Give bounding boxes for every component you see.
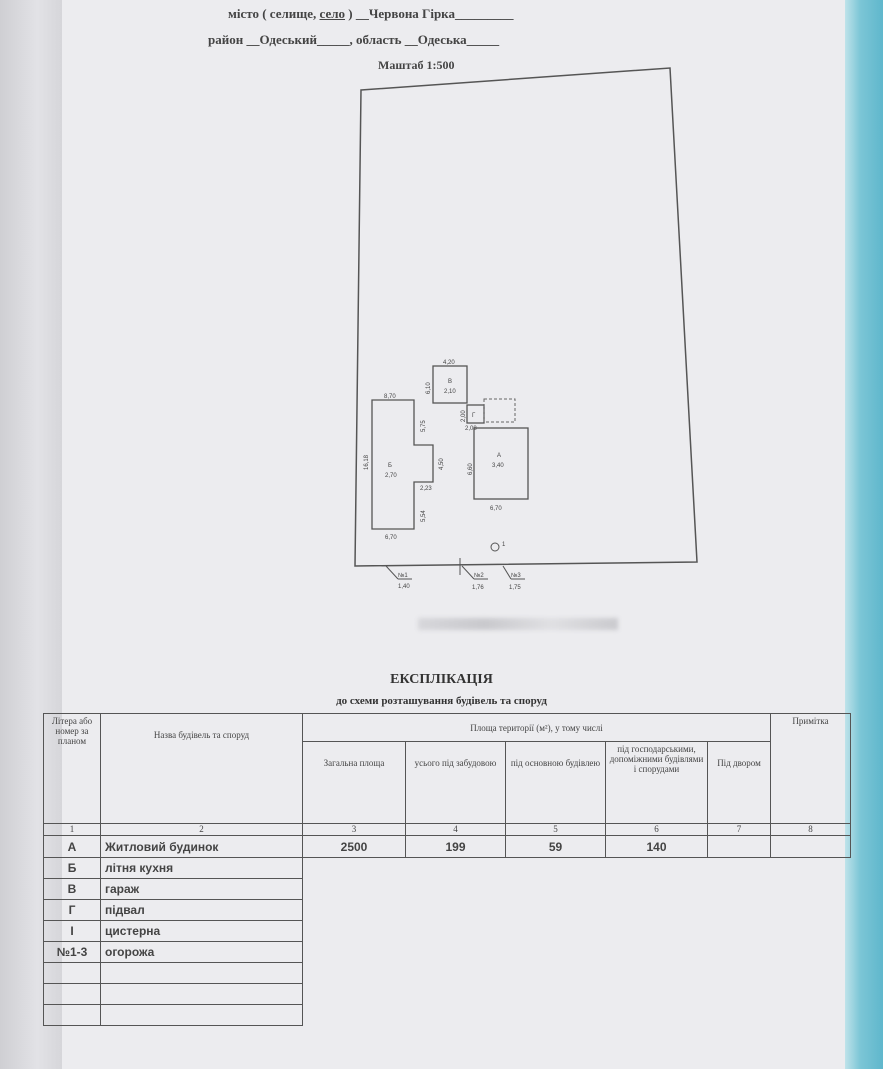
row-main: 59 [505, 835, 606, 858]
row-note [770, 835, 851, 858]
table-row: А Житловий будинок 2500 199 59 140 [43, 835, 851, 858]
dim: 6,70 [490, 506, 502, 512]
col-number: 3 [302, 823, 406, 836]
dim: 5,75 [421, 420, 427, 432]
site-plan: 1 Б 2,70 8,70 16,18 5,75 4,50 2,23 5,54 … [354, 67, 698, 591]
g-letter: Г [472, 413, 476, 419]
header-built: усього під забудовою [405, 741, 506, 824]
locality-line: місто ( селище, село ) __Червона Гірка__… [228, 6, 513, 22]
row-name: гараж [100, 878, 303, 900]
row-letter: А [43, 835, 101, 858]
b-height: 2,70 [385, 473, 397, 479]
header-note: Примітка [770, 713, 851, 824]
dim: 6,60 [468, 463, 474, 475]
row-letter: І [43, 920, 101, 942]
explication-title: ЕКСПЛІКАЦІЯ [390, 672, 493, 687]
fence-2-height: 1,76 [472, 585, 484, 591]
row-yard [707, 835, 771, 858]
dim: 4,20 [443, 360, 455, 366]
col-number: 6 [605, 823, 708, 836]
col-number: 8 [770, 823, 851, 836]
row-name: підвал [100, 899, 303, 921]
fence-1-label: №1 [398, 572, 408, 579]
dim: 8,70 [384, 394, 396, 400]
table-row-empty [43, 1004, 851, 1026]
fence-3-label: №3 [511, 572, 521, 579]
dim: 16,18 [364, 454, 370, 470]
dim: 6,10 [426, 382, 432, 394]
table-row-empty [43, 983, 851, 1005]
column-numbers-row: 1 2 3 4 5 6 7 8 [43, 823, 851, 836]
a-letter: А [497, 453, 501, 459]
dim: 6,70 [385, 535, 397, 541]
col-number: 1 [43, 823, 101, 836]
building-b [371, 399, 434, 530]
header-total: Загальна площа [302, 741, 406, 824]
plot-boundary [354, 67, 698, 567]
explication-subtitle: до схеми розташування будівель та споруд [336, 695, 547, 707]
dashed-structure [483, 398, 516, 423]
col-number: 2 [100, 823, 303, 836]
row-built: 199 [405, 835, 506, 858]
fence-3-height: 1,75 [509, 585, 521, 591]
tank-label: 1 [502, 542, 506, 548]
dim: 2,00 [461, 410, 467, 422]
scale-label: Маштаб 1:500 [378, 58, 455, 72]
explication-table: Літера або номер за планом Назва будівел… [43, 713, 851, 1026]
header-main: під основною будівлею [505, 741, 606, 824]
header-yard: Під двором [707, 741, 771, 824]
row-letter: В [43, 878, 101, 900]
district-line: район __Одеський_____, область __Одеська… [208, 32, 500, 47]
row-aux: 140 [605, 835, 708, 858]
building-v [432, 365, 468, 404]
fence-2-label: №2 [474, 572, 484, 579]
dim: 4,50 [439, 458, 445, 470]
row-total: 2500 [302, 835, 406, 858]
header-name: Назва будівель та споруд [100, 713, 303, 824]
col-number: 7 [707, 823, 771, 836]
header-aux: під господарськими, допоміжними будівлям… [605, 741, 708, 824]
row-name: літня кухня [100, 857, 303, 879]
tank-icon [490, 542, 500, 552]
locality-name: ) __Червона Гірка_________ [345, 6, 514, 21]
v-letter: В [448, 379, 452, 385]
row-letter: №1-3 [43, 941, 101, 963]
dim: 5,54 [421, 510, 427, 522]
a-height: 3,40 [492, 463, 504, 469]
header-area-group: Площа території (м²), у тому числі [302, 713, 771, 742]
col-number: 5 [505, 823, 606, 836]
row-name: огорожа [100, 941, 303, 963]
locality-type: село [319, 6, 346, 21]
building-g [466, 404, 485, 424]
redacted-text [418, 618, 618, 630]
building-a [473, 427, 529, 500]
col-number: 4 [405, 823, 506, 836]
row-letter: Г [43, 899, 101, 921]
v-height: 2,10 [444, 389, 456, 395]
row-letter: Б [43, 857, 101, 879]
dim: 2,08 [465, 426, 477, 432]
row-name: Житловий будинок [100, 835, 303, 858]
locality-prefix: місто ( селище, [228, 6, 320, 21]
fence-1-height: 1,40 [398, 584, 410, 590]
folder-cover [845, 0, 883, 1069]
header-letter: Літера або номер за планом [43, 713, 101, 824]
dim: 2,23 [420, 486, 432, 492]
b-letter: Б [388, 463, 392, 469]
row-name: цистерна [100, 920, 303, 942]
table-row-empty [43, 962, 851, 984]
